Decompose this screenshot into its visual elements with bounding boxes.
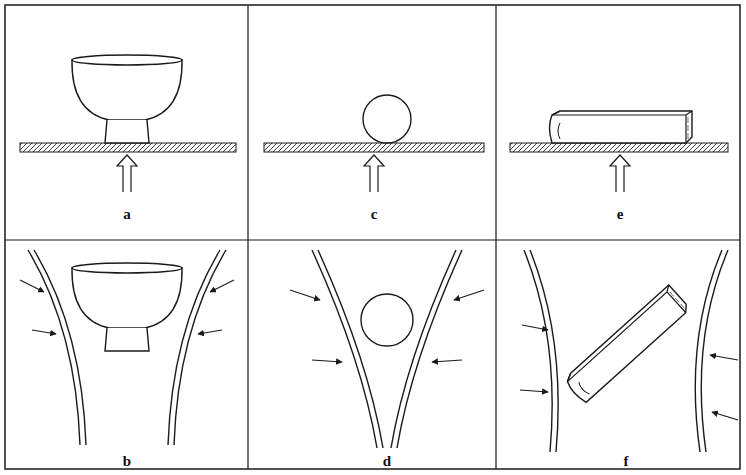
force-arrow [710,355,738,360]
wall [695,250,722,452]
frame [5,5,740,469]
force-arrow [32,330,56,334]
wall [701,250,728,452]
force-arrow [198,330,222,334]
ball [361,294,413,346]
support-arrow [610,155,630,192]
force-arrow [290,290,320,300]
panel-letter: e [617,206,624,223]
force-arrow [312,360,342,362]
panel-letter: b [123,453,131,470]
force-arrow [210,280,234,292]
panel-letter: a [123,206,131,223]
force-arrow [712,412,738,420]
force-arrow [522,325,548,330]
wall [391,250,456,448]
support-arrow [364,155,384,192]
wall [318,250,383,448]
force-arrow [454,290,484,300]
hatched-ground [510,143,728,152]
ball [363,95,411,143]
support-arrow [117,155,137,192]
panel-letter: c [371,206,378,223]
book [563,285,690,404]
wall [312,250,377,448]
hatched-ground [264,143,484,152]
wall [397,250,462,448]
grid-line [5,5,740,469]
bowl [72,55,182,143]
force-arrow [20,280,44,292]
panel-letter: f [624,453,629,470]
wall [524,250,552,452]
panel-letter: d [383,453,391,470]
force-arrow [432,360,462,362]
bowl [72,263,182,351]
force-arrow [520,390,548,392]
book [550,111,693,143]
hatched-ground [20,143,236,152]
